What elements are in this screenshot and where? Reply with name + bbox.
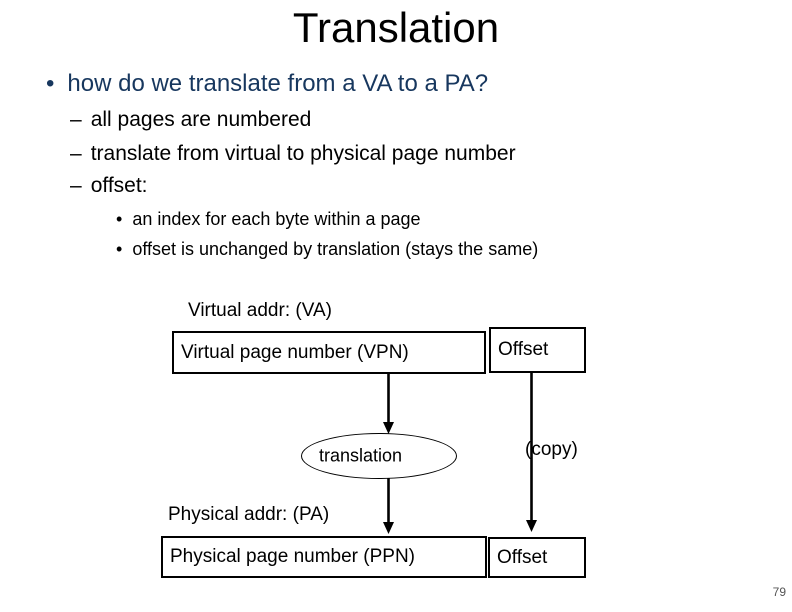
offset-box-bottom: Offset [488,537,586,578]
bullet-level3-text: an index for each byte within a page [132,209,421,229]
virtual-addr-label: Virtual addr: (VA) [188,300,332,321]
bullet-level2-pages-numbered: –all pages are numbered [70,108,311,132]
bullet-marker-level3: • [116,209,123,229]
arrow-translation-to-ppn [383,478,394,534]
slide-title: Translation [292,4,500,51]
dash-marker: – [70,174,82,197]
dash-marker: – [70,108,82,131]
translation-ellipse: translation [301,433,457,479]
vpn-box: Virtual page number (VPN) [172,331,486,374]
bullet-level1-question: • how do we translate from a VA to a PA? [46,70,488,98]
ppn-box: Physical page number (PPN) [161,536,487,578]
offset-top-label: Offset [498,339,549,360]
page-number: 79 [772,585,786,599]
bullet-level3-text: offset is unchanged by translation (stay… [132,239,539,259]
physical-addr-label: Physical addr: (PA) [168,504,330,525]
arrow-vpn-to-translation [383,374,394,434]
vpn-box-label: Virtual page number (VPN) [181,341,409,363]
ppn-box-label: Physical page number (PPN) [170,546,415,567]
bullet-marker-level3: • [116,239,123,259]
bullet-level3-index: • an index for each byte within a page [116,209,421,230]
copy-label: (copy) [525,439,578,460]
bullet-level3-unchanged: • offset is unchanged by translation (sta… [116,239,538,260]
bullet-level2-text: translate from virtual to physical page … [90,142,516,165]
translation-label: translation [319,445,403,466]
bullet-level2-text: all pages are numbered [90,108,312,131]
bullet-level2-offset: –offset: [70,174,148,198]
bullet-level2-translate-vpn: –translate from virtual to physical page… [70,142,516,166]
bullet-level1-text: how do we translate from a VA to a PA? [67,70,489,97]
bullet-marker-level1: • [46,70,55,97]
bullet-level2-text: offset: [90,174,148,197]
offset-bottom-label: Offset [497,546,548,568]
dash-marker: – [70,142,82,165]
offset-box-top: Offset [489,327,586,373]
